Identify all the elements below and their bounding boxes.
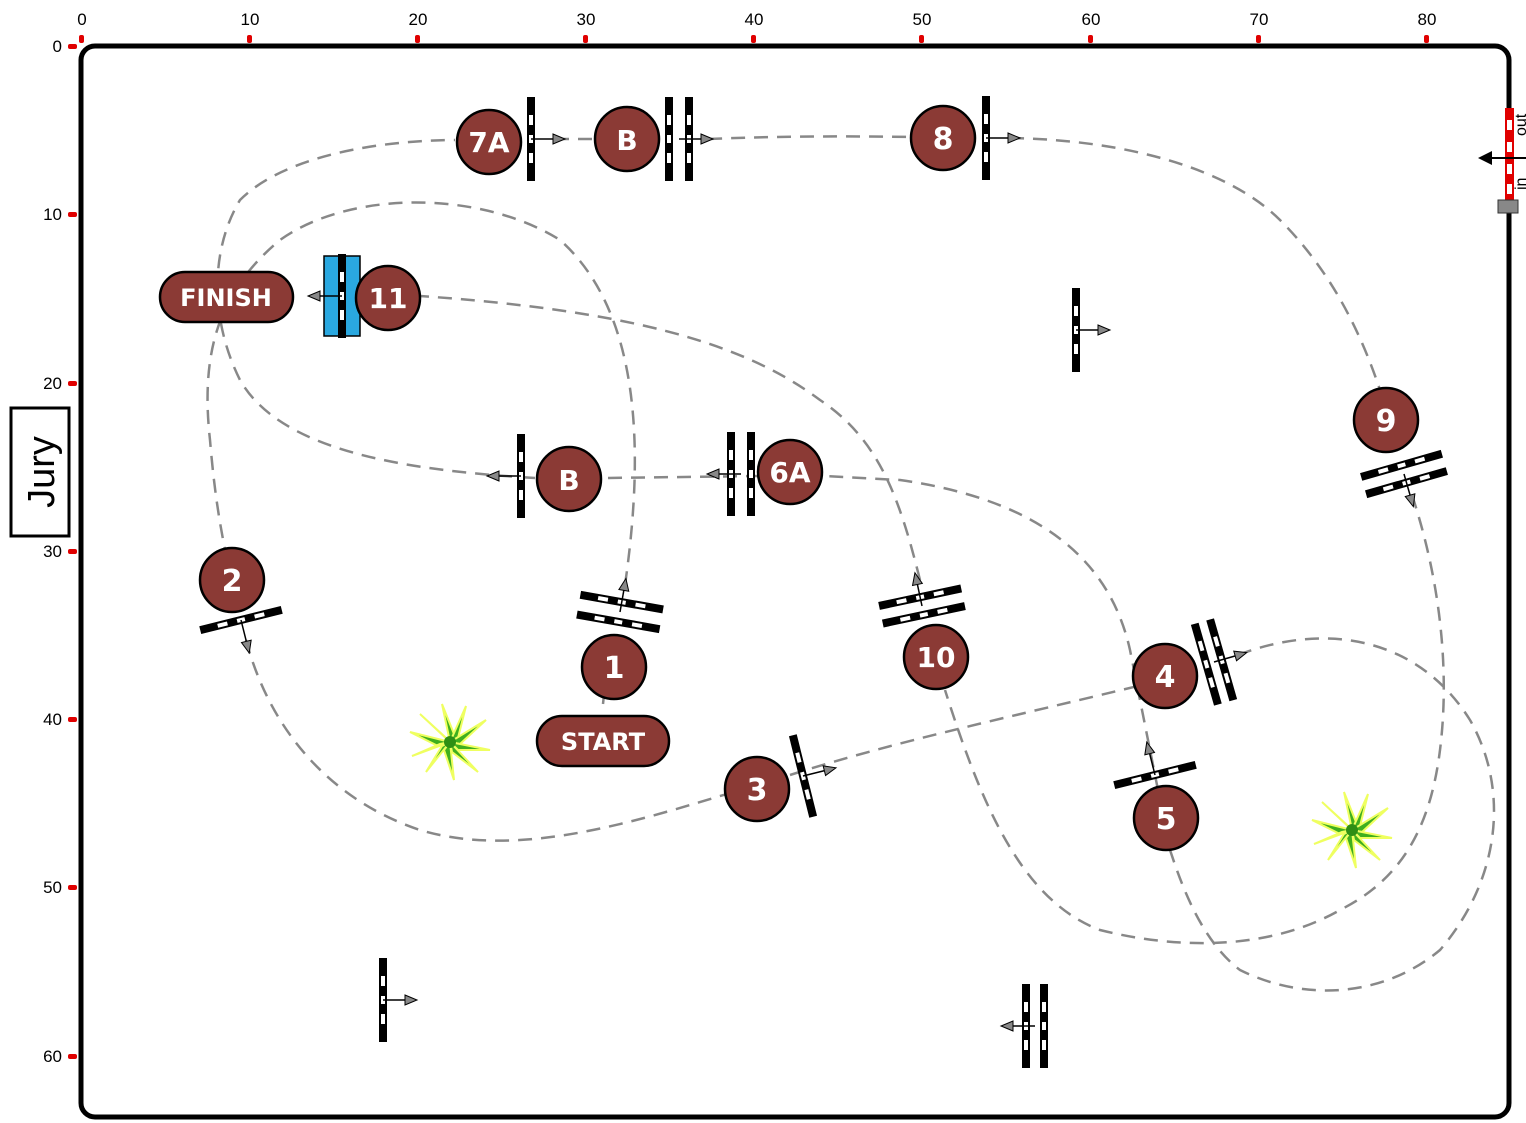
obstacle-5 bbox=[1113, 740, 1197, 790]
obstacle-7a bbox=[527, 97, 566, 181]
spare-fence-lower-left bbox=[379, 958, 418, 1042]
jury-box: Jury bbox=[9, 406, 71, 538]
marker-4: 4 bbox=[1131, 642, 1199, 710]
plant-decoration-left bbox=[409, 703, 491, 781]
y-tick-10: 10 bbox=[43, 205, 62, 224]
y-tick-50: 50 bbox=[43, 878, 62, 897]
marker-10: 10 bbox=[902, 623, 970, 691]
obstacle-9 bbox=[1360, 449, 1448, 509]
obstacle-8 bbox=[982, 96, 1021, 180]
marker-5-label: 5 bbox=[1156, 802, 1177, 837]
spare-fence-upper-right bbox=[1072, 288, 1111, 372]
marker-3: 3 bbox=[723, 755, 791, 823]
x-tick-60: 60 bbox=[1082, 10, 1101, 29]
obstacle-b-lower bbox=[486, 434, 525, 518]
marker-2: 2 bbox=[198, 546, 266, 614]
jury-label: Jury bbox=[21, 436, 63, 508]
marker-4-label: 4 bbox=[1155, 660, 1176, 695]
finish-label: FINISH bbox=[180, 284, 272, 312]
route-line bbox=[206, 135, 1496, 992]
obstacle-6a bbox=[706, 432, 755, 516]
arena-border bbox=[78, 43, 1512, 1120]
x-tick-40: 40 bbox=[745, 10, 764, 29]
start-marker: START bbox=[535, 714, 671, 768]
y-tick-20: 20 bbox=[43, 374, 62, 393]
marker-11-label: 11 bbox=[369, 282, 408, 315]
x-tick-0: 0 bbox=[77, 10, 86, 29]
marker-8-label: 8 bbox=[933, 122, 954, 157]
marker-b-upper: B bbox=[593, 105, 661, 173]
marker-b-upper-label: B bbox=[616, 124, 637, 157]
x-axis: 0 10 20 30 40 50 60 70 80 bbox=[77, 10, 1436, 43]
x-tick-80: 80 bbox=[1418, 10, 1437, 29]
spare-fence-lower-center bbox=[1000, 984, 1048, 1068]
marker-9: 9 bbox=[1352, 386, 1420, 454]
obstacle-10 bbox=[878, 570, 966, 628]
marker-11: 11 bbox=[354, 264, 422, 332]
marker-2-label: 2 bbox=[222, 564, 243, 599]
gate-out-label: out bbox=[1513, 113, 1526, 136]
x-tick-70: 70 bbox=[1250, 10, 1269, 29]
marker-b-lower: B bbox=[535, 445, 603, 513]
obstacle-1 bbox=[576, 576, 664, 634]
y-tick-60: 60 bbox=[43, 1047, 62, 1066]
obstacle-2 bbox=[199, 605, 283, 655]
y-axis: 0 10 20 30 40 50 60 bbox=[43, 37, 77, 1066]
y-tick-30: 30 bbox=[43, 542, 62, 561]
x-tick-20: 20 bbox=[409, 10, 428, 29]
marker-6a: 6A bbox=[756, 438, 824, 506]
marker-7a: 7A bbox=[455, 108, 523, 176]
marker-b-lower-label: B bbox=[558, 464, 579, 497]
marker-1: 1 bbox=[580, 633, 648, 701]
marker-10-label: 10 bbox=[917, 641, 956, 674]
marker-1-label: 1 bbox=[604, 651, 625, 686]
marker-7a-label: 7A bbox=[468, 126, 509, 159]
marker-5: 5 bbox=[1132, 784, 1200, 852]
x-tick-30: 30 bbox=[577, 10, 596, 29]
x-tick-50: 50 bbox=[913, 10, 932, 29]
finish-marker: FINISH bbox=[158, 270, 295, 324]
gate-in-label: in bbox=[1513, 178, 1526, 190]
marker-9-label: 9 bbox=[1376, 404, 1397, 439]
obstacle-b-upper bbox=[665, 97, 714, 181]
obstacle-4 bbox=[1190, 618, 1249, 706]
marker-8: 8 bbox=[909, 104, 977, 172]
marker-6a-label: 6A bbox=[769, 456, 810, 489]
plant-decoration-right bbox=[1311, 791, 1393, 869]
obstacle-11-water bbox=[307, 254, 361, 338]
marker-3-label: 3 bbox=[747, 773, 768, 808]
entrance-gate: in out bbox=[1478, 108, 1526, 214]
y-tick-0: 0 bbox=[53, 37, 62, 56]
y-tick-40: 40 bbox=[43, 710, 62, 729]
start-label: START bbox=[561, 728, 646, 756]
x-tick-10: 10 bbox=[241, 10, 260, 29]
